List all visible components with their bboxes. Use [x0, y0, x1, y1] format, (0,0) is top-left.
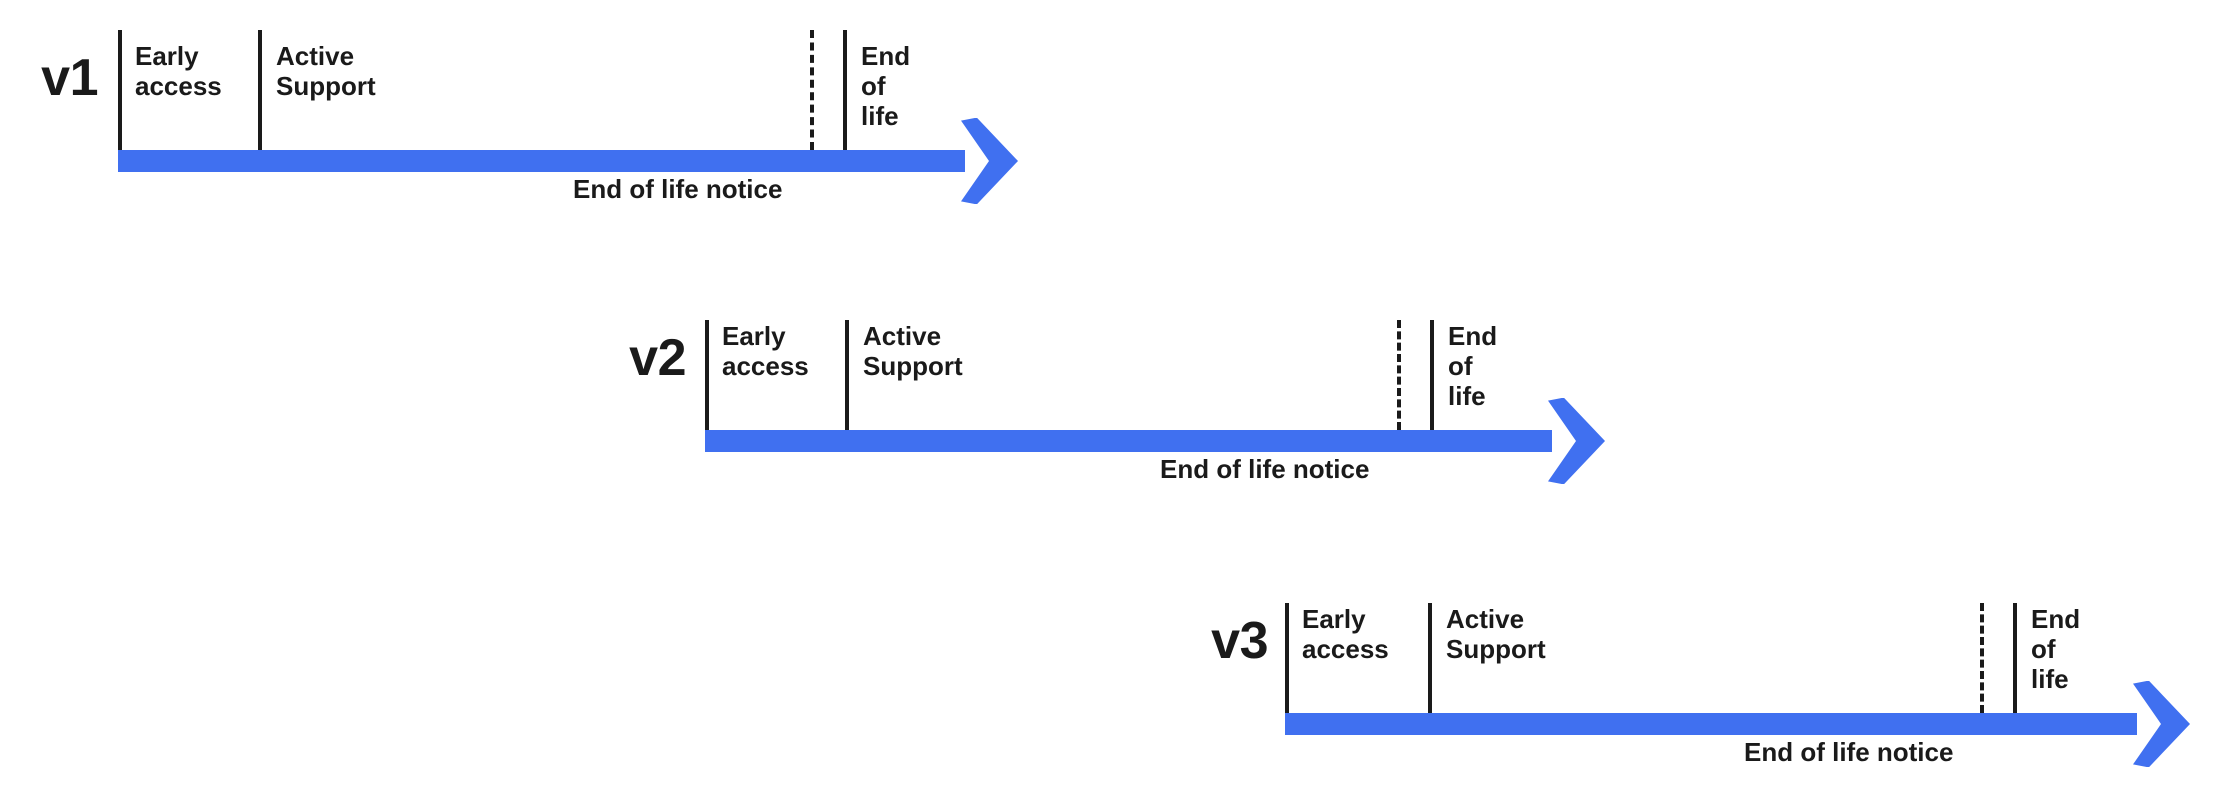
phase-label-2: Active Support [863, 321, 963, 381]
timeline-arrowhead-icon [961, 118, 1018, 204]
end-of-life-notice-label: End of life notice [573, 174, 783, 204]
phase-label-1: Early access [1302, 604, 1389, 664]
phase-boundary-dashed-3 [1397, 320, 1401, 430]
timeline-arrowhead-icon [1548, 398, 1605, 484]
phase-boundary-dashed-3 [810, 30, 814, 150]
phase-label-3: End of life [2031, 604, 2081, 694]
phase-boundary-solid-4 [843, 30, 847, 150]
timeline-bar-shaft [705, 430, 1552, 452]
phase-label-1: Early access [722, 321, 809, 381]
end-of-life-notice-label: End of life notice [1160, 454, 1370, 484]
timeline-bar-shaft [118, 150, 965, 172]
phase-label-3: End of life [861, 41, 911, 131]
phase-boundary-dashed-3 [1980, 603, 1984, 713]
timeline-bar-shaft [1285, 713, 2137, 735]
timeline-arrowhead-icon [2133, 681, 2190, 767]
phase-boundary-solid-4 [1430, 320, 1434, 430]
version-label-v2: v2 [629, 329, 686, 387]
phase-boundary-solid-4 [2013, 603, 2017, 713]
end-of-life-notice-label: End of life notice [1744, 737, 1954, 767]
phase-label-2: Active Support [276, 41, 376, 101]
phase-boundary-solid-2 [845, 320, 849, 430]
phase-boundary-solid-1 [118, 30, 122, 150]
version-label-v3: v3 [1211, 612, 1268, 670]
phase-label-2: Active Support [1446, 604, 1546, 664]
phase-label-1: Early access [135, 41, 222, 101]
phase-label-3: End of life [1448, 321, 1498, 411]
phase-boundary-solid-1 [1285, 603, 1289, 713]
phase-boundary-solid-2 [258, 30, 262, 150]
phase-boundary-solid-1 [705, 320, 709, 430]
phase-boundary-solid-2 [1428, 603, 1432, 713]
version-label-v1: v1 [41, 49, 98, 107]
